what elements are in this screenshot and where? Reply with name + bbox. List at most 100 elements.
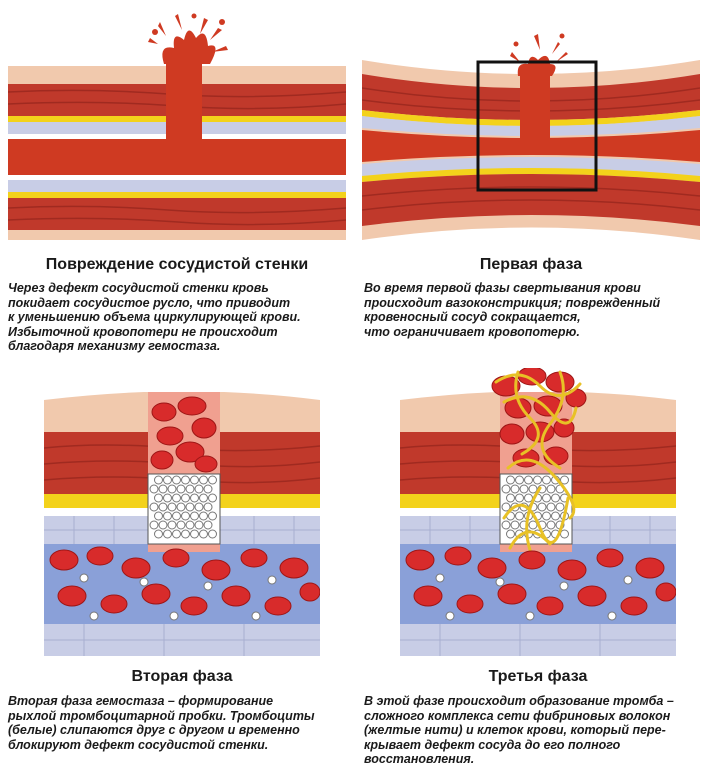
platelet (203, 484, 213, 494)
platelet (194, 520, 204, 530)
illustration-vessel-damage (8, 8, 346, 243)
platelet (181, 475, 190, 485)
panel-description-second-phase: Вторая фаза гемостаза – формирование рых… (8, 694, 315, 752)
platelet (154, 529, 163, 539)
platelet (149, 484, 159, 494)
platelet (208, 493, 217, 503)
platelet (510, 520, 520, 530)
platelet (208, 475, 217, 485)
platelet (555, 502, 565, 512)
wall-defect (166, 60, 202, 142)
platelet (560, 475, 569, 485)
platelet (181, 493, 190, 503)
vessel-lumen (8, 139, 346, 175)
platelet (149, 520, 159, 530)
panel-title-third-phase: Третья фаза (488, 668, 588, 685)
platelet (167, 502, 177, 512)
illustration-first-phase (362, 30, 700, 245)
platelet (208, 529, 217, 539)
platelet (551, 493, 560, 503)
platelet (172, 529, 181, 539)
platelet (167, 484, 177, 494)
platelet (501, 520, 511, 530)
adventitia-layer (44, 392, 320, 432)
platelet (190, 529, 199, 539)
platelet (524, 493, 533, 503)
platelet (203, 520, 213, 530)
platelet (163, 511, 172, 521)
platelet (190, 475, 199, 485)
wall-defect (520, 72, 550, 152)
platelet (515, 511, 524, 521)
platelet (208, 511, 217, 521)
platelet (542, 493, 551, 503)
platelet (185, 520, 195, 530)
panel-title-damage: Повреждение сосудистой стенки (45, 256, 309, 273)
platelet (519, 484, 529, 494)
illustration-third-phase (400, 368, 676, 656)
platelet (158, 520, 168, 530)
platelet (501, 502, 511, 512)
panel-description-damage: Через дефект сосудистой стенки кровь пок… (8, 281, 301, 353)
adventitia-layer (400, 392, 676, 432)
platelet (154, 475, 163, 485)
platelet (506, 493, 515, 503)
platelet (203, 502, 213, 512)
platelet (185, 502, 195, 512)
red-blood-cells-lumen (405, 546, 676, 616)
platelet (533, 475, 542, 485)
platelet (515, 493, 524, 503)
platelet (181, 511, 190, 521)
platelets (149, 475, 217, 539)
platelet (176, 484, 186, 494)
red-blood-cells-lumen (49, 546, 320, 616)
platelet (528, 520, 538, 530)
platelet (163, 529, 172, 539)
platelet (185, 484, 195, 494)
platelet (163, 475, 172, 485)
fibrin-threads (494, 370, 582, 552)
platelet (172, 493, 181, 503)
blood-splash (510, 33, 568, 76)
platelet (528, 484, 538, 494)
platelet (172, 475, 181, 485)
platelet (524, 475, 533, 485)
platelet (515, 475, 524, 485)
blood-splash (148, 13, 228, 64)
platelet (551, 511, 560, 521)
platelet (199, 511, 208, 521)
platelets-lumen (435, 573, 633, 621)
platelet (199, 475, 208, 485)
platelet (172, 511, 181, 521)
platelet (158, 502, 168, 512)
platelet (194, 484, 204, 494)
focus-frame (476, 60, 598, 192)
panel-title-first-phase: Первая фаза (479, 256, 583, 273)
platelet (199, 493, 208, 503)
platelet (560, 529, 569, 539)
platelet (506, 529, 515, 539)
platelet (176, 520, 186, 530)
platelet (158, 484, 168, 494)
platelet (542, 511, 551, 521)
panel-title-second-phase: Вторая фаза (131, 668, 233, 685)
platelet (190, 511, 199, 521)
platelet (546, 502, 556, 512)
platelet (181, 529, 190, 539)
platelet (167, 520, 177, 530)
platelet (501, 484, 511, 494)
illustration-second-phase (44, 388, 320, 656)
panel-description-first-phase: Во время первой фазы свертывания крови п… (364, 281, 661, 339)
platelet (190, 493, 199, 503)
panel-description-third-phase: В этой фазе происходит образование тромб… (364, 694, 674, 766)
platelet (537, 502, 547, 512)
platelet (163, 493, 172, 503)
platelet (546, 484, 556, 494)
platelet (542, 475, 551, 485)
red-blood-cells-defect (150, 396, 218, 473)
platelet (199, 529, 208, 539)
platelet (194, 502, 204, 512)
platelet (149, 502, 159, 512)
platelet (154, 511, 163, 521)
platelets-lumen (79, 573, 277, 621)
